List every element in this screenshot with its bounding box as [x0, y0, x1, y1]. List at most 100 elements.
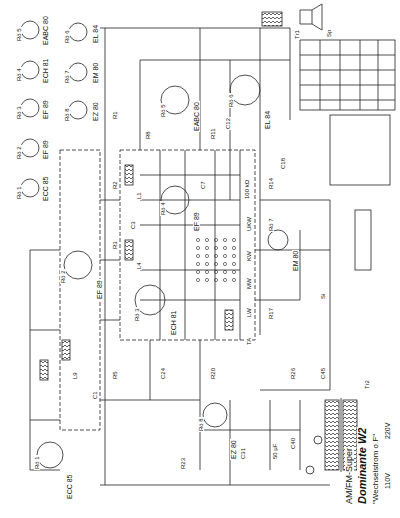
part-label: Tr1	[294, 29, 300, 40]
diagram-title: Dominante W2	[357, 427, 368, 505]
switch-contact	[196, 270, 199, 273]
tube-type: ECH 81	[42, 57, 49, 84]
switch-contact	[223, 278, 226, 281]
part-label: KW	[246, 250, 252, 262]
tube-type: EZ 80	[92, 101, 99, 122]
tube-type: ECC 85	[66, 473, 73, 500]
part-label: R11	[210, 127, 216, 140]
switch-contact	[205, 278, 208, 281]
tube-number: Rö 7	[268, 217, 274, 232]
part-label: C1	[92, 390, 98, 400]
tube-type: EF 89	[42, 139, 49, 160]
part-label: "Wechselstrom o.F"	[372, 433, 380, 505]
part-label: R5	[112, 370, 118, 380]
switch-contact	[205, 238, 208, 241]
switch-contact	[205, 246, 208, 249]
tube-type: EZ 80	[230, 439, 237, 460]
part-label: R20	[210, 367, 216, 380]
switch-contact	[205, 254, 208, 257]
switch-contact	[232, 270, 235, 273]
part-label: 50 μF	[272, 443, 278, 460]
switch-contact	[214, 254, 217, 257]
part-label: C18	[280, 157, 286, 170]
tube-number: Rö 6	[64, 29, 70, 44]
switch-contact	[223, 262, 226, 265]
part-label: C7	[200, 180, 206, 190]
part-label: Sp	[326, 29, 332, 38]
switch-contact	[223, 254, 226, 257]
part-label: C12	[225, 117, 231, 130]
tube-type: EM 80	[92, 62, 99, 84]
tube-type: EF 89	[96, 279, 103, 300]
part-label: Si	[320, 293, 326, 300]
switch-contact	[214, 238, 217, 241]
part-label: LW	[246, 307, 252, 318]
part-label: UKW	[246, 216, 252, 232]
tube-number: Rö 5	[16, 27, 22, 42]
switch-contact	[232, 278, 235, 281]
part-label: R23	[180, 457, 186, 470]
part-label: R8	[145, 130, 151, 140]
switch-contact	[223, 270, 226, 273]
tube-type: EF 89	[42, 99, 49, 120]
switch-contact	[205, 270, 208, 273]
switch-contact	[205, 262, 208, 265]
tube-type: EF 89	[193, 211, 200, 232]
switch-contact	[214, 270, 217, 273]
tube-number: Rö 2	[60, 269, 66, 284]
tube-number: Rö 1	[16, 185, 22, 200]
part-label: C40	[290, 437, 296, 450]
part-label: C45	[320, 367, 326, 380]
switch-contact	[223, 238, 226, 241]
part-label: AM/FM-Super	[345, 447, 354, 505]
tube-type: EABC 80	[193, 101, 200, 132]
switch-contact	[196, 262, 199, 265]
tube-type: EABC 80	[42, 15, 49, 46]
switch-contact	[214, 246, 217, 249]
tube-number: Rö 6	[228, 93, 234, 108]
switch-contact	[232, 262, 235, 265]
part-label: L9	[72, 371, 78, 380]
tube-number: Rö 4	[16, 67, 22, 82]
switch-contact	[196, 254, 199, 257]
tube-number: Rö 7	[64, 69, 70, 84]
part-label: 100 kΩ	[244, 179, 250, 200]
part-label: L1	[136, 191, 142, 200]
part-label: R17	[268, 307, 274, 320]
tube-type: ECH 81	[170, 309, 177, 336]
part-label: C3	[130, 220, 136, 230]
tube-type: EL 84	[264, 110, 271, 130]
tube-number: Rö 4	[160, 201, 166, 216]
part-label: C24	[160, 367, 166, 380]
tube-number: Rö 2	[16, 145, 22, 160]
tube-type: EM 80	[292, 250, 299, 272]
part-label: R3	[112, 240, 118, 250]
part-label: R2	[112, 180, 118, 190]
tube-type: ECC 85	[42, 175, 49, 202]
part-label: R14	[268, 177, 274, 190]
tube-number: Rö 8	[198, 417, 204, 432]
switch-contact	[214, 278, 217, 281]
tube-number: Rö 5	[160, 103, 166, 118]
switch-contact	[232, 254, 235, 257]
switch-contact	[214, 262, 217, 265]
switch-contact	[223, 246, 226, 249]
tube-type: EL 84	[92, 24, 99, 44]
tube-number: Rö 1	[34, 455, 40, 470]
part-label: C31	[240, 447, 246, 460]
switch-contact	[232, 246, 235, 249]
part-label: Tr2	[364, 379, 370, 390]
part-label: R1	[112, 110, 118, 120]
part-label: 220V	[384, 422, 391, 440]
part-label: MW	[246, 277, 252, 290]
switch-contact	[196, 238, 199, 241]
tube-number: Rö 3	[134, 307, 140, 322]
part-label: R26	[290, 367, 296, 380]
switch-contact	[232, 238, 235, 241]
tube-number: Rö 3	[16, 105, 22, 120]
switch-contact	[196, 278, 199, 281]
part-label: L4	[136, 261, 142, 270]
part-label: TA	[246, 337, 252, 346]
